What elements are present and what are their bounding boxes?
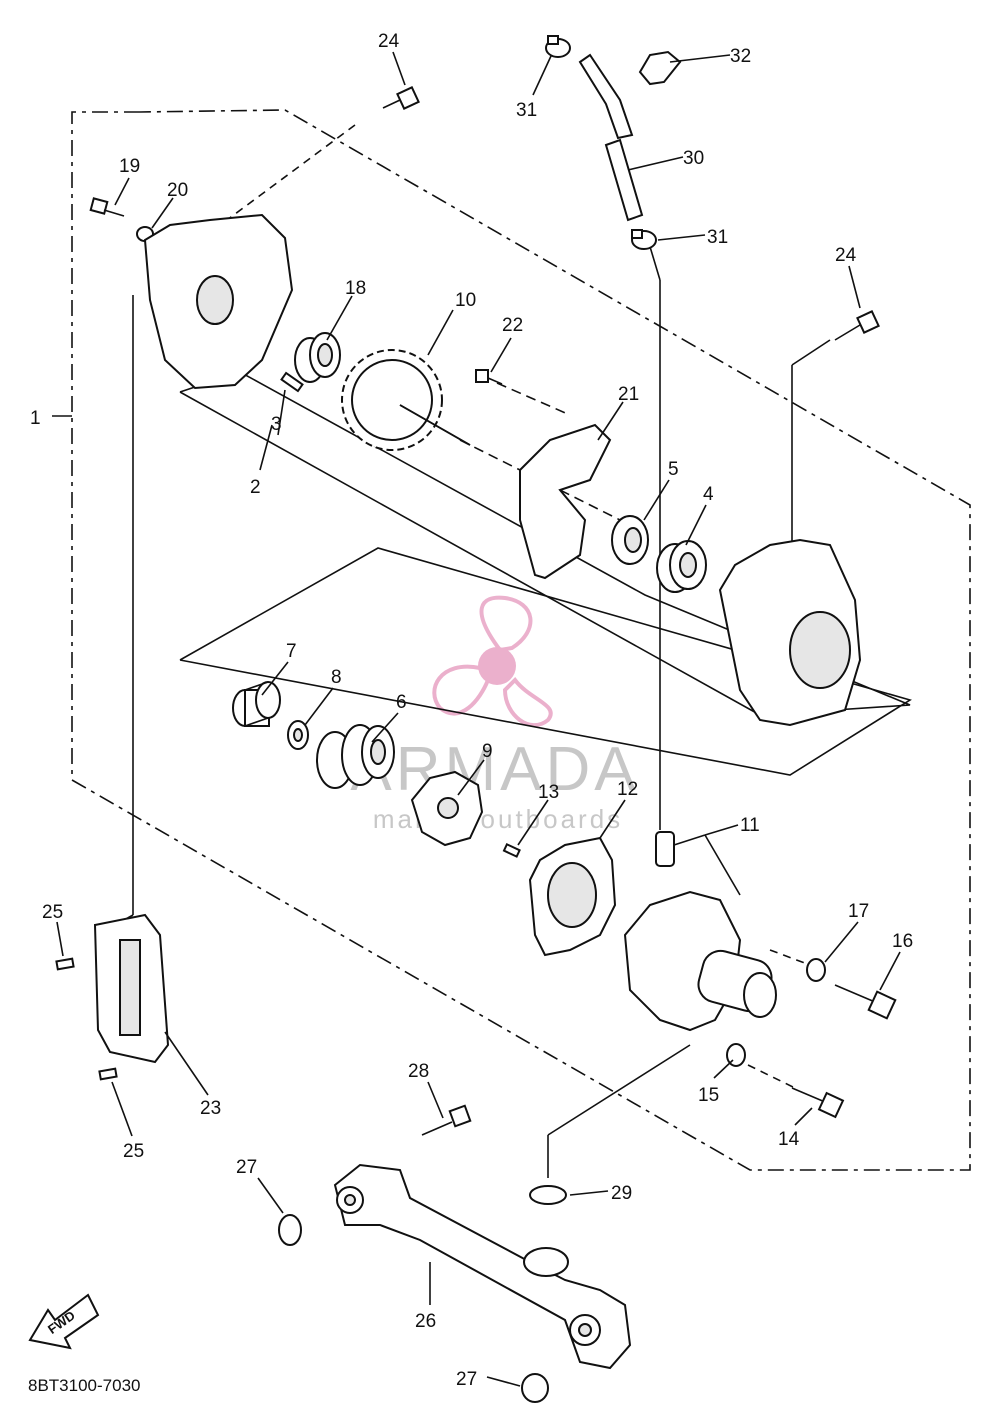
bolt-14 [791,1087,845,1119]
washer-17 [806,958,826,982]
callout-10: 10 [455,290,476,311]
callout-24-top: 24 [378,31,400,52]
callout-9: 9 [482,741,493,762]
bolt-16 [834,984,897,1020]
callout-16: 16 [892,931,913,952]
bearing-4 [656,540,707,593]
plate-21 [519,423,612,580]
callout-26: 26 [415,1311,436,1332]
clip-32 [638,50,682,86]
clamp-31-lower [631,229,657,250]
gasket-23-slot [119,939,141,1036]
callout-24-right: 24 [835,245,857,266]
bolt-24-right [834,310,880,341]
diagram-code: 8BT3100-7030 [28,1376,140,1395]
mechanical-seal-6 [316,724,395,789]
callout-7: 7 [286,641,297,662]
callout-labels: 1 2 3 4 5 6 7 8 9 10 11 12 13 14 15 16 1… [30,31,913,1390]
callout-30: 30 [683,148,704,169]
callout-14: 14 [778,1129,800,1150]
o-ring-27-top [278,1214,302,1246]
o-ring-29 [529,1185,567,1205]
callout-27-bottom: 27 [456,1369,477,1390]
callout-31-top: 31 [516,100,537,121]
pin-3 [280,371,304,393]
callout-18: 18 [345,278,366,299]
watermark-tagline: marine outboards [373,804,623,834]
leader-lines [56,51,901,1387]
callout-11: 11 [740,815,760,836]
gasket-hole [547,862,597,928]
callout-25-bottom: 25 [123,1141,144,1162]
hose-30-lower [604,138,644,222]
callout-5: 5 [668,459,679,480]
watermark: ARMADA marine outboards [350,595,639,834]
bolt-28 [421,1104,472,1136]
callout-6: 6 [396,692,407,713]
bolt-24-top [382,86,420,110]
subassembly-outline-lower [179,547,912,776]
pump-cover-11 [623,831,777,1032]
callout-13: 13 [538,782,559,803]
housing-bore [789,611,851,689]
impeller-hub [437,797,459,819]
callout-25-top: 25 [42,902,63,923]
callout-19: 19 [119,156,140,177]
o-ring-27-bottom [521,1373,549,1403]
callout-2: 2 [250,477,261,498]
pin-13 [502,842,521,858]
callout-15: 15 [698,1085,719,1106]
hose-30 [578,53,634,140]
cover-hole [196,275,234,325]
callout-29: 29 [611,1183,632,1204]
collar-7 [232,681,281,727]
callout-20: 20 [167,180,188,201]
pin-25-top [55,957,75,971]
assembly-boundary [71,109,971,1171]
callout-8: 8 [331,667,342,688]
clamp-31-top [545,35,571,58]
callout-12: 12 [617,779,638,800]
propeller-logo-icon [432,595,553,728]
callout-17: 17 [848,901,869,922]
callout-3: 3 [271,414,282,435]
pin-25-bottom [98,1067,118,1081]
washer-8 [287,720,309,750]
bearing-18 [294,332,341,383]
bolt-19 [89,197,125,217]
screw-22 [475,369,503,385]
callout-21: 21 [618,384,639,405]
callout-1: 1 [30,408,41,429]
fwd-arrow-icon: FWD [28,1293,100,1350]
seal-5 [611,515,649,565]
callout-22: 22 [502,315,523,336]
callout-32: 32 [730,46,751,67]
callout-23: 23 [200,1098,221,1119]
water-pipe-26 [333,1163,632,1370]
callout-28: 28 [408,1061,429,1082]
callout-31-lower: 31 [707,227,728,248]
gear-shaft-10 [341,349,471,451]
watermark-brand: ARMADA [350,735,639,804]
callout-27-top: 27 [236,1157,257,1178]
callout-4: 4 [703,484,714,505]
